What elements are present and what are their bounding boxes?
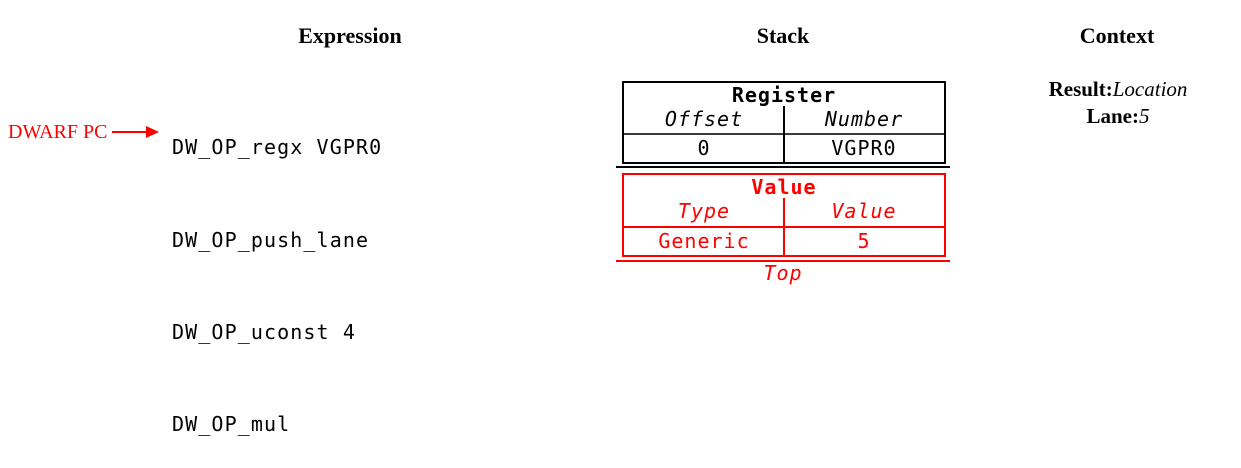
context-column-header: Context — [1079, 23, 1155, 48]
context-lane-label: Lane: — [1086, 104, 1140, 128]
stack-entry-register: Register Offset Number 0 VGPR0 — [622, 81, 946, 164]
context-result-field: Result:Location — [1049, 77, 1188, 101]
dwarf-pc-arrowhead-icon — [146, 126, 159, 138]
dwarf-pc-label: DWARF PC — [8, 121, 108, 143]
stack-entry-body: Offset Number 0 VGPR0 — [624, 106, 944, 162]
stack-entry-body: Type Value Generic 5 — [624, 198, 944, 255]
stack-entry-col1-header: Type — [677, 199, 731, 223]
stack-entry-value: Value Type Value Generic 5 — [622, 173, 946, 257]
stack-entry-underline — [616, 166, 950, 168]
context-lane-field: Lane:5 — [1087, 104, 1150, 128]
stack-entry-col2-header: Value — [831, 199, 897, 223]
expression-op: DW_OP_push_lane — [172, 227, 370, 252]
stack-entry-column-divider — [783, 198, 785, 255]
stack-entry-col2-header: Number — [824, 107, 904, 131]
stack-entry-title: Register — [731, 83, 837, 107]
stack-entry-col1-header: Offset — [664, 107, 744, 131]
dwarf-pc-arrow — [112, 131, 148, 133]
context-lane-value: 5 — [1139, 104, 1150, 128]
expression-op: DW_OP_mul — [172, 411, 291, 436]
stack-entry-col2-value: 5 — [857, 229, 871, 253]
stack-entry-col2-value: VGPR0 — [831, 136, 897, 160]
expression-op: DW_OP_uconst 4 — [172, 319, 356, 344]
expression-op: DW_OP_regx VGPR0 — [172, 135, 383, 160]
stack-entry-title: Value — [751, 175, 817, 199]
stack-top-label: Top — [763, 261, 803, 285]
stack-column-header: Stack — [756, 23, 810, 48]
context-result-value: Location — [1112, 77, 1188, 101]
stack-entry-col1-value: Generic — [658, 229, 750, 253]
stack-entry-column-divider — [783, 106, 785, 162]
stack-entry-col1-value: 0 — [697, 136, 711, 160]
expression-op-list: DW_OP_regx VGPR0 DW_OP_push_lane DW_OP_u… — [172, 71, 382, 468]
stack-entry-underline — [616, 260, 950, 262]
context-result-label: Result: — [1048, 77, 1113, 101]
expression-column-header: Expression — [298, 23, 402, 48]
